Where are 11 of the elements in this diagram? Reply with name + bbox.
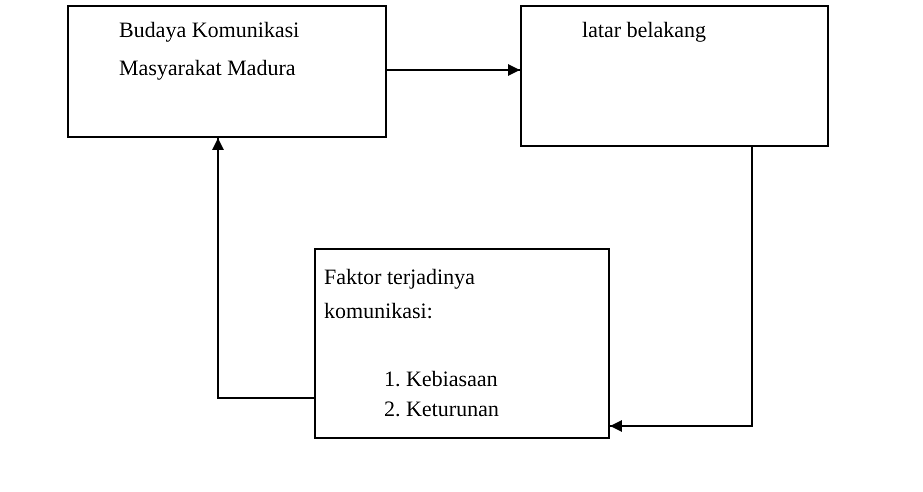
arrow: [387, 64, 520, 76]
process-box: [67, 5, 387, 138]
arrow: [212, 138, 314, 399]
process-box: [314, 248, 610, 439]
box-text: Faktor terjadinya komunikasi:: [324, 263, 476, 325]
box-text: Budaya Komunikasi Masyarakat Madura: [119, 16, 300, 82]
box-text: 2. Keturunan: [384, 395, 500, 423]
arrow: [610, 147, 753, 432]
process-box: [520, 5, 829, 147]
box-text: latar belakang: [582, 16, 707, 44]
box-text: 1. Kebiasaan: [384, 365, 499, 393]
